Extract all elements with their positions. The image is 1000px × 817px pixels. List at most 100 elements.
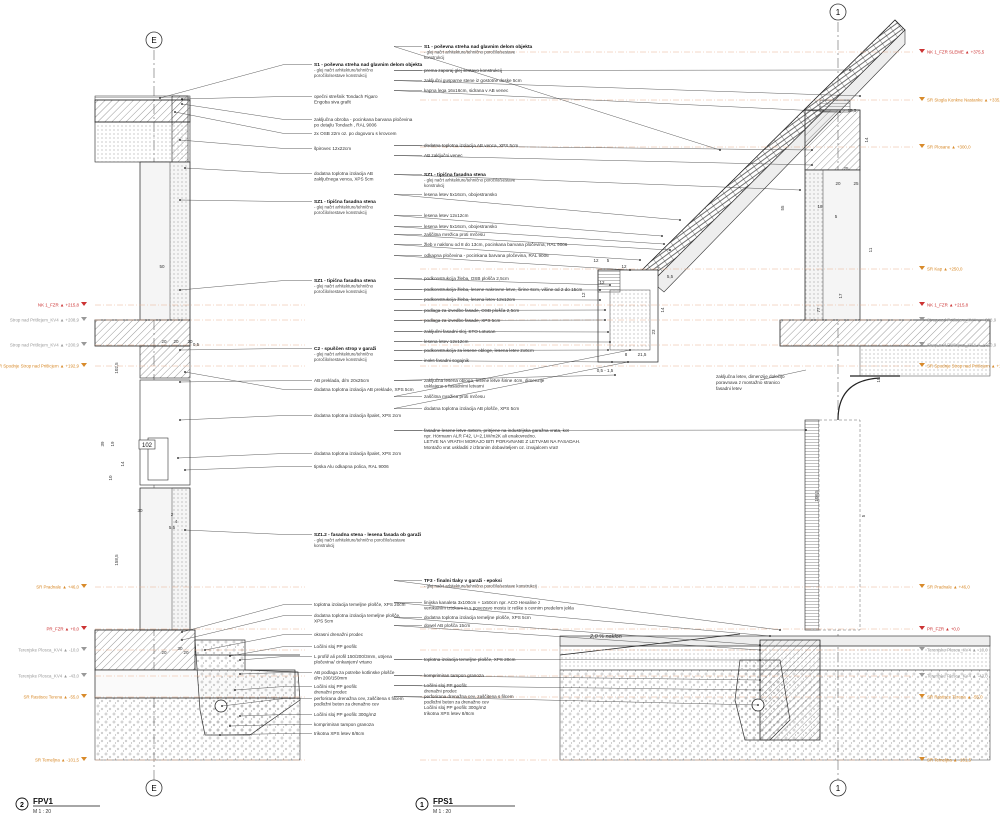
annotation-text: S1 - poševna streha nad glavnim delom ob…	[424, 44, 533, 50]
annotation-text: podložni beton za drenažno cev	[424, 700, 490, 705]
dimension-label: 14	[120, 461, 125, 467]
title-block-right: 1 FPS1 M 1 : 20	[415, 797, 515, 815]
level-marker-icon	[919, 266, 925, 270]
annotation-text: zaključna lesena obloga, lesene letve ši…	[424, 378, 545, 383]
leader-dot	[663, 243, 665, 245]
leader-dot	[219, 734, 221, 736]
leader-line	[393, 675, 761, 681]
annotation-text: Montažo vrat uskladiti z izbranim dobavi…	[424, 445, 558, 450]
leader-line	[393, 349, 631, 397]
leader-dot	[629, 269, 631, 271]
annotation-text: Ločilni sloj PP geofilc 300g/m2	[314, 712, 377, 717]
leader-line	[393, 341, 611, 343]
level-label: SR Rastisce Terena ▲ -55,0	[23, 695, 79, 700]
lower-wall-insul-left	[171, 487, 191, 631]
dimension-label: 12	[599, 280, 605, 285]
title-code-right: FPS1	[433, 797, 454, 806]
annotation-text: Ločilni sloj PP geofilc	[314, 644, 358, 649]
leader-dot	[779, 629, 781, 631]
leader-line	[393, 155, 813, 166]
axis-label-e-bottom: E	[151, 784, 156, 793]
level-label: Terenjske Plosca_KV4 ▲ -10,0	[18, 648, 79, 653]
annotation-text: lesena letev 12x12cm	[424, 213, 469, 218]
leader-line	[204, 634, 312, 651]
level-marker-icon	[919, 97, 925, 101]
axis-bubble-e-top	[145, 31, 163, 49]
level-marker-icon	[919, 302, 925, 306]
level-label: SR Spodnje Strop nad Pritlicjem ▲ +192,9	[0, 364, 80, 369]
annotation-text: dodatna toplotna izolacija AB venca, XPS…	[424, 143, 518, 148]
leader-dot	[177, 457, 179, 459]
dimension-label: 12	[593, 258, 599, 263]
annotation-text: špirovec 12x22cm	[314, 146, 351, 151]
axis-label-e-top: E	[151, 36, 156, 45]
dimension-label: 39	[100, 441, 105, 447]
leader-line	[179, 199, 312, 202]
leader-dot	[184, 469, 186, 471]
garage-door-panel	[804, 419, 820, 631]
leader-dot	[179, 349, 181, 351]
annotation-text: Ločilni sloj PP geofilc 300g/m2	[424, 705, 487, 710]
leader-line	[181, 615, 312, 641]
axis-bubble-1-top	[829, 3, 847, 21]
leader-line	[179, 139, 312, 149]
level-label: NK 1_FZR SLEME ▲ +375,5	[927, 50, 985, 55]
level-marker-icon	[81, 342, 87, 346]
annotation-text: AB preklada, d/m 20x25cm	[314, 378, 369, 383]
annotation-text: kapna lega 16x16cm, sidrana v AB venec	[424, 88, 509, 93]
leader-dot	[759, 679, 761, 681]
level-marker-icon	[81, 584, 87, 588]
dimension-label: 30	[177, 646, 183, 651]
annotation-text: usklajene s fasadnimi letvami	[424, 384, 484, 389]
floor-insul-right	[859, 345, 991, 377]
dimension-label: 2	[657, 266, 660, 271]
leader-line	[234, 686, 312, 691]
leader-line	[184, 466, 312, 471]
dimension-label: 14	[660, 307, 665, 313]
leader-line	[393, 69, 851, 71]
dimension-label: 50	[159, 264, 165, 269]
leader-line	[393, 685, 761, 691]
leader-line	[239, 656, 312, 661]
leader-line	[393, 299, 601, 301]
title-code-left: FPV1	[33, 797, 54, 806]
level-label: SR Spodnje Strop nad Pritlicjem ▲ +192,9	[927, 364, 1000, 369]
leader-dot	[181, 103, 183, 105]
dimension-label: 77	[816, 307, 821, 313]
annotation-text: - glej načrt arhitekture/tehnično poroči…	[314, 538, 406, 543]
garage-callout-line-3: fasadni letev	[716, 386, 742, 391]
leader-dot	[811, 164, 813, 166]
leader-line	[393, 90, 841, 113]
leader-dot	[599, 299, 601, 301]
annotation-text: - glej načrt arhitekture/tehnično poroči…	[424, 584, 537, 589]
leader-line	[393, 234, 671, 251]
annotation-text: podkonstrukcija žleba, lesene nakrovne l…	[424, 287, 582, 292]
axis-bubble-e-bottom	[145, 779, 163, 797]
garage-callout-line-1: zaključna letev, dimenzije določijo	[716, 374, 785, 379]
leader-line	[393, 580, 781, 631]
annotation-text: konstrukcij	[424, 183, 444, 188]
dimension-label: 25	[853, 181, 859, 186]
title-number-bubble-left	[15, 797, 29, 811]
leader-dot	[179, 419, 181, 421]
annotation-text: SZ1 - tipična fasadna stena	[424, 172, 486, 178]
level-label: Terenjske Plosca_KV4 ▲ -43,0	[927, 674, 988, 679]
level-marker-icon	[919, 673, 925, 677]
level-marker-icon	[81, 694, 87, 698]
annotation-text: linijska kanaleta 3x100cm + 1x50cm npr. …	[424, 600, 541, 605]
leader-line	[393, 429, 807, 431]
annotation-text: - glej načrt arhitekture/tehnično	[314, 284, 374, 289]
leader-line	[239, 672, 312, 675]
leader-dot	[239, 673, 241, 675]
dimension-label: 30	[137, 508, 143, 513]
drain-pipe-left	[214, 699, 228, 713]
dimension-label: 19	[110, 441, 115, 447]
level-marker-icon	[919, 626, 925, 630]
dimension-label: 12	[581, 292, 586, 298]
annotation-text: SZ1 - tipična fasadna stena	[314, 199, 376, 205]
level-label: PR_FZR ▲ +0,0	[46, 627, 79, 632]
dimension-label: 2	[171, 512, 174, 517]
annotation-text: drenažni prodec	[424, 689, 458, 694]
leader-line	[393, 374, 616, 381]
